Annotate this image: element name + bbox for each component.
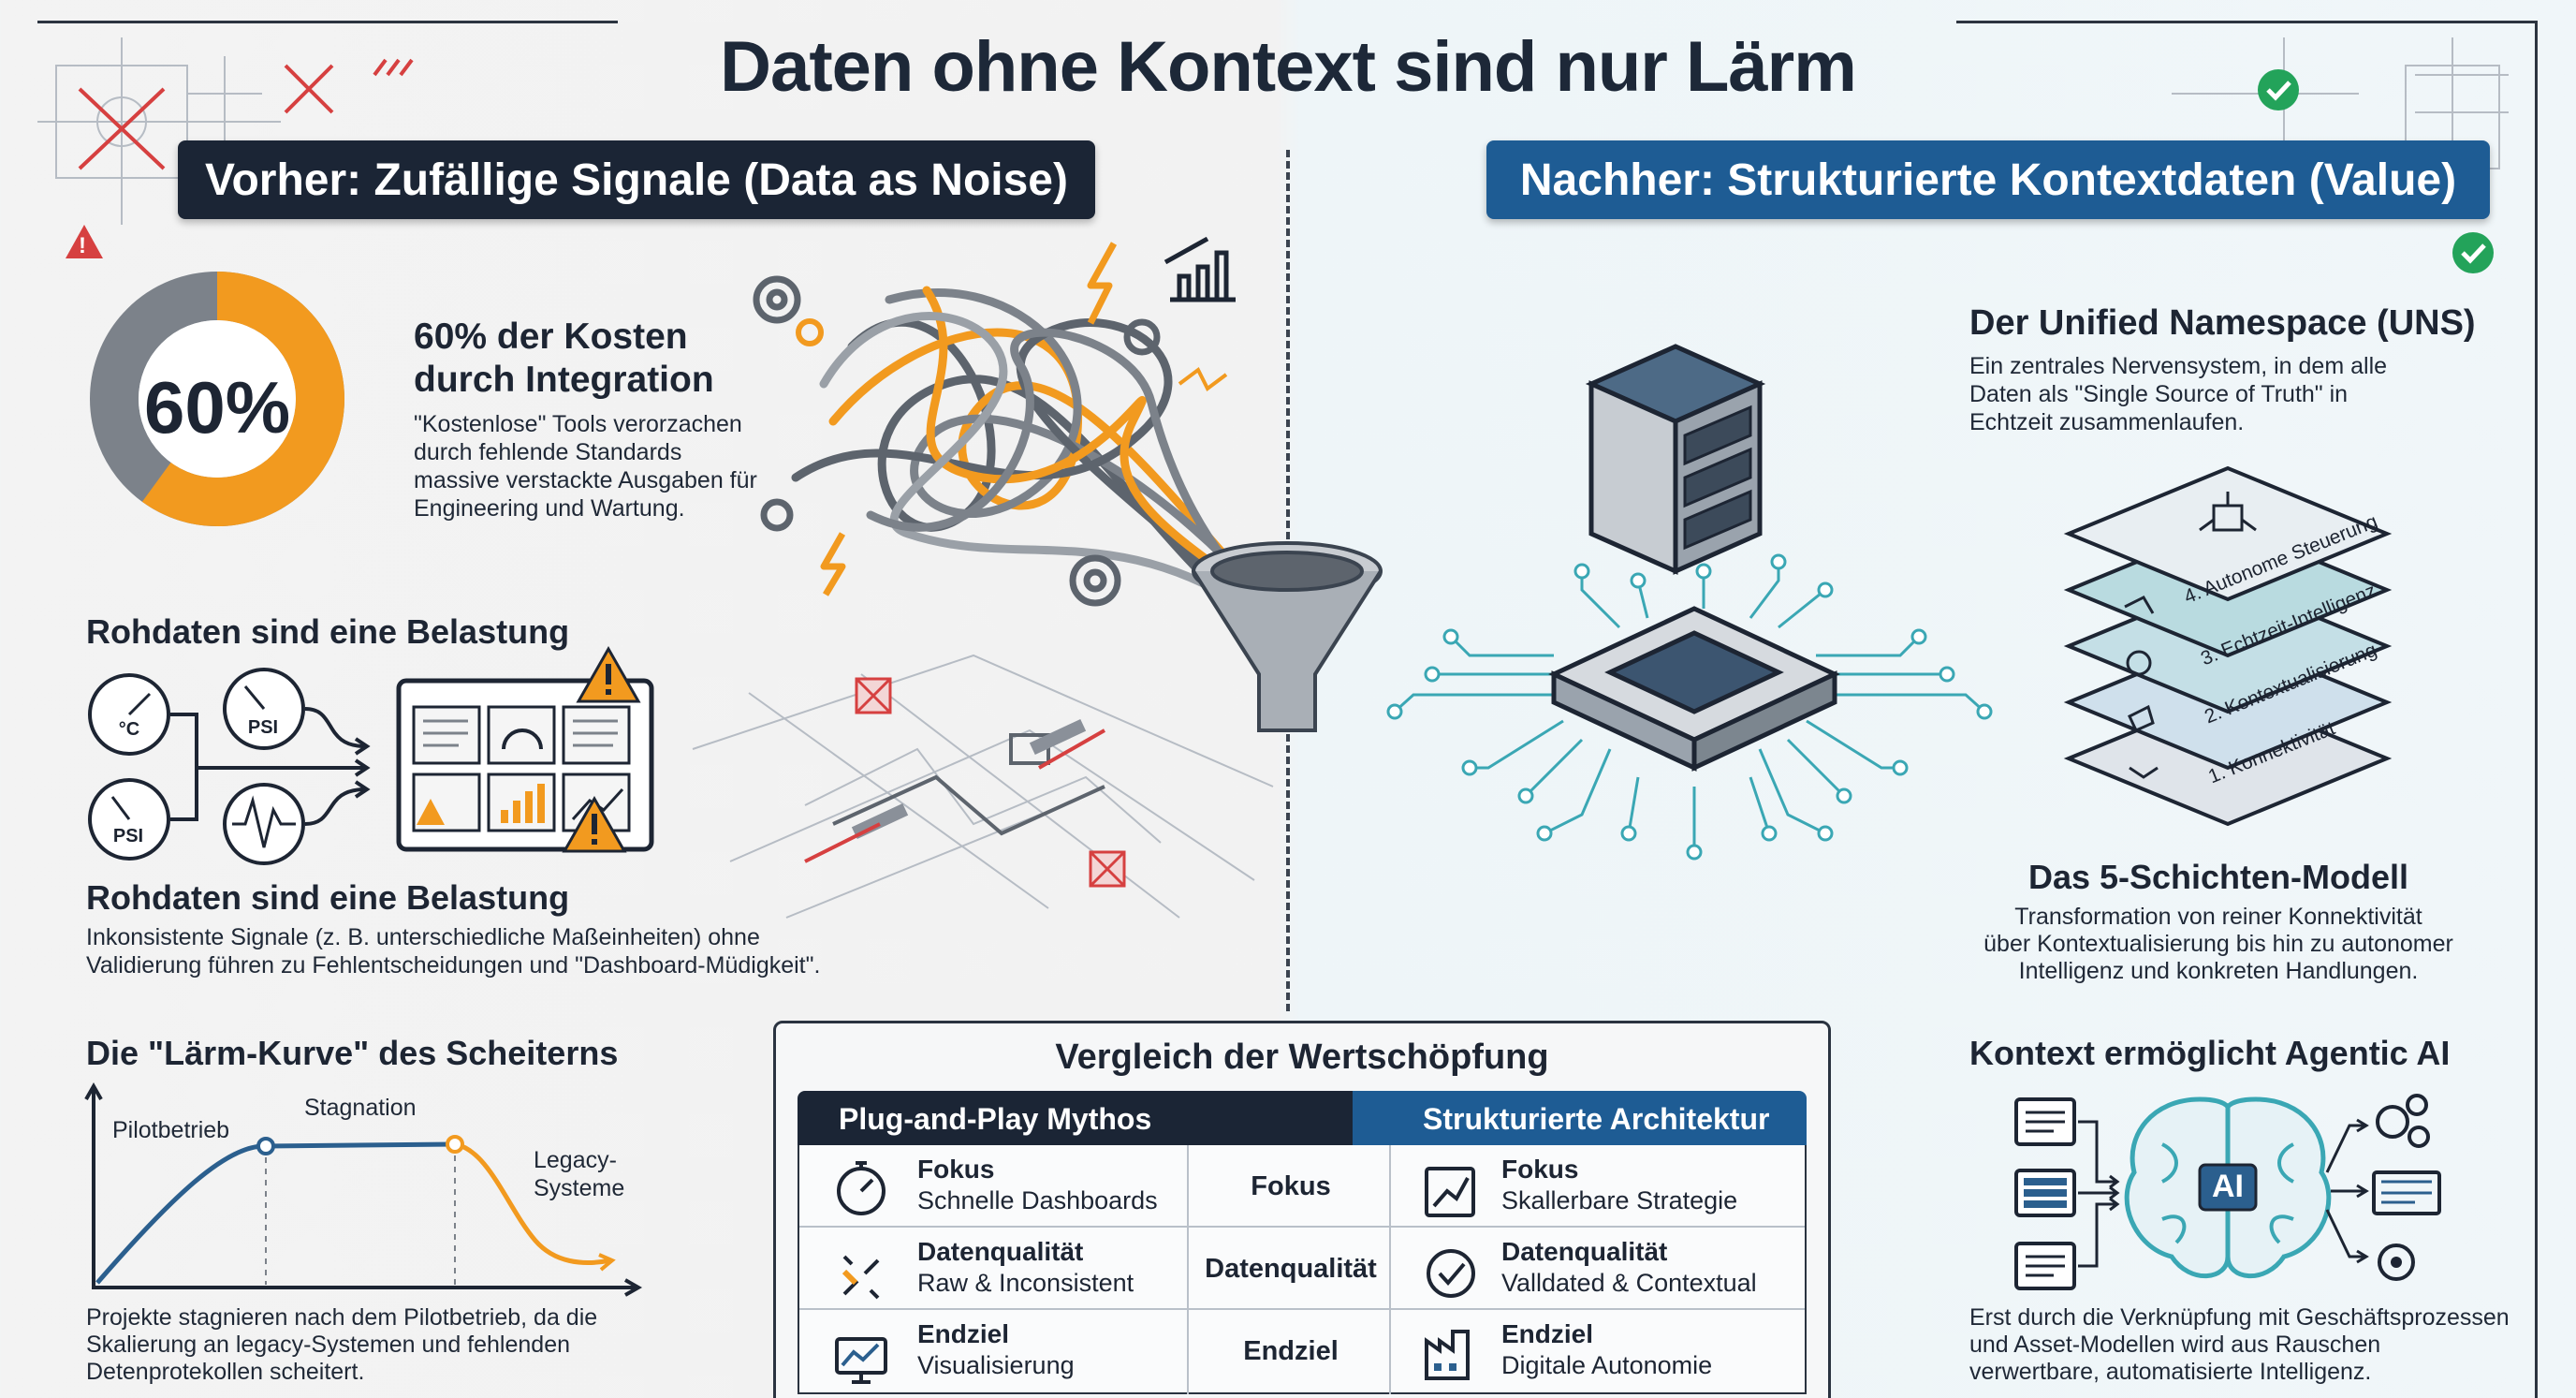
gear-icon — [2376, 1105, 2409, 1139]
broken-network-sketch — [692, 654, 1274, 919]
left-label: Endziel — [917, 1319, 1010, 1348]
layer-5-plate — [2063, 465, 2393, 602]
curve-text-line1: Projekte stagnieren nach dem Pilotbetrie… — [86, 1304, 598, 1331]
middle-label: Datenqualität — [1205, 1254, 1377, 1284]
cell-right: Datenqualität Valldated & Contextual — [1398, 1228, 1805, 1310]
cell-left: Endziel Visualisierung — [799, 1310, 1183, 1392]
uns-heading: Der Unified Namespace (UNS) — [1969, 303, 2476, 343]
agentic-text-line1: Erst durch die Verknüpfung mit Geschäfts… — [1969, 1304, 2510, 1331]
table-row: Datenqualität Raw & Inconsistent Datenqu… — [799, 1228, 1805, 1310]
curve-label-legacy-line1: Legacy- — [534, 1147, 617, 1173]
before-banner: Vorher: Zufällige Signale (Data as Noise… — [178, 140, 1095, 219]
left-label: Datenqualität — [917, 1237, 1084, 1266]
left-label: Fokus — [917, 1155, 995, 1184]
agentic-text-line2: und Asset-Modellen wird aus Rauschen — [1969, 1332, 2381, 1358]
comparison-icons-right — [1425, 1167, 1475, 1380]
server-chip-illustration — [1386, 344, 1993, 861]
raw-data-heading-top: Rohdaten sind eine Belastung — [86, 612, 570, 651]
growth-curve — [95, 1141, 456, 1285]
frame-right — [2535, 21, 2538, 1398]
gauge-label-celsius: °C — [118, 719, 140, 740]
raw-data-heading-bottom: Rohdaten sind eine Belastung — [86, 878, 570, 917]
model-text-line3: Intelligenz und konkreten Handlungen. — [2018, 958, 2419, 984]
table-column-divider — [1389, 1145, 1391, 1394]
model-text-line1: Transformation von reiner Konnektivität — [2014, 904, 2422, 930]
uns-text-line2: Daten als "Single Source of Truth" in — [1969, 381, 2349, 407]
strategy-map-icon — [1425, 1167, 1475, 1217]
noise-curve-heading: Die "Lärm-Kurve" des Scheiterns — [86, 1034, 619, 1072]
curve-text-line2: Skalierung an legacy-Systemen und fehlen… — [86, 1332, 571, 1358]
uns-text-line1: Ein zentrales Nervensystem, in dem alle — [1969, 353, 2388, 379]
comparison-header: Plug-and-Play Mythos Strukturierte Archi… — [798, 1091, 1807, 1145]
middle-label: Endziel — [1243, 1336, 1339, 1366]
table-row: Fokus Schnelle Dashboards Fokus Fokus Sk… — [799, 1145, 1805, 1228]
processor-chip-icon — [1548, 606, 1840, 772]
gauge-label-psi-2: PSI — [112, 826, 144, 846]
agentic-text-line3: verwertbare, automatisierte Intelligenz. — [1969, 1359, 2372, 1385]
header-structured-architecture: Strukturierte Architektur — [1423, 1102, 1770, 1136]
browser-window-icon — [2372, 1170, 2441, 1215]
cell-right: Fokus Skallerbare Strategie — [1398, 1145, 1805, 1228]
table-row: Endziel Visualisierung Endziel Endziel D… — [799, 1310, 1805, 1392]
svg-text:!: ! — [79, 233, 86, 258]
comparison-table: Fokus Schnelle Dashboards Fokus Fokus Sk… — [798, 1145, 1807, 1394]
donut-value-arc — [90, 272, 344, 526]
curve-label-pilot: Pilotbetrieb — [112, 1117, 230, 1143]
after-banner: Nachher: Strukturierte Kontextdaten (Val… — [1486, 140, 2490, 219]
cell-right: Endziel Digitale Autonomie — [1398, 1310, 1805, 1392]
comparison-title: Vergleich der Wertschöpfung — [1055, 1037, 1549, 1077]
curve-label-stagnation: Stagnation — [304, 1095, 417, 1121]
table-column-divider — [1187, 1145, 1189, 1394]
gauge-label-psi-1: PSI — [247, 717, 279, 738]
left-value: Schnelle Dashboards — [917, 1186, 1158, 1214]
cost-text-line4: Engineering und Wartung. — [414, 495, 685, 522]
model-text-line2: über Kontextualisierung bis hin zu auton… — [1983, 931, 2453, 957]
left-value: Visualisierung — [917, 1351, 1075, 1379]
comparison-icons-left — [835, 1161, 887, 1384]
cost-text-line1: "Kostenlose" Tools verorzachen — [414, 411, 742, 437]
right-value: Skallerbare Strategie — [1501, 1186, 1738, 1214]
right-label: Endziel — [1501, 1319, 1594, 1348]
waveform-sensor-icon — [223, 783, 305, 865]
middle-label: Fokus — [1251, 1171, 1331, 1201]
factory-icon — [1425, 1330, 1470, 1380]
cost-text-line3: massive verstackte Ausgaben für — [414, 467, 757, 493]
layer-stack-diagram — [2063, 465, 2393, 827]
right-value: Valldated & Contextual — [1501, 1269, 1757, 1297]
tangled-wires-illustration — [753, 236, 1383, 732]
cell-left: Datenqualität Raw & Inconsistent — [799, 1228, 1183, 1310]
decline-curve — [454, 1141, 611, 1265]
right-label: Datenqualität — [1501, 1237, 1668, 1266]
check-circle-icon — [1427, 1249, 1475, 1298]
gear-icon — [2378, 1243, 2415, 1281]
curve-text-line3: Detenprotekollen scheitert. — [86, 1359, 365, 1385]
header-plug-and-play: Plug-and-Play Mythos — [839, 1102, 1152, 1136]
blueprint-decoration-right — [2172, 37, 2509, 273]
sensor-gauges-diagram — [88, 645, 654, 865]
raw-data-text-line1: Inkonsistente Signale (z. B. unterschied… — [86, 924, 760, 950]
broken-link-icon — [842, 1255, 880, 1300]
cell-left: Fokus Schnelle Dashboards — [799, 1145, 1183, 1228]
ai-chip-label: AI — [2212, 1169, 2244, 1204]
donut-label: 60% — [143, 366, 291, 449]
curve-label-legacy-line2: Systeme — [534, 1175, 625, 1201]
left-value: Raw & Inconsistent — [917, 1269, 1134, 1297]
model-heading: Das 5-Schichten-Modell — [2027, 858, 2409, 896]
cost-heading-line1: 60% der Kosten — [414, 316, 688, 357]
page-title: Daten ohne Kontext sind nur Lärm — [720, 27, 1857, 107]
raw-data-text-line2: Validierung führen zu Fehlentscheidungen… — [86, 952, 821, 979]
agentic-heading: Kontext ermöglicht Agentic AI — [1969, 1034, 2451, 1072]
cost-text-line2: durch fehlende Standards — [414, 439, 682, 465]
right-label: Fokus — [1501, 1155, 1579, 1184]
agentic-ai-diagram — [2014, 1094, 2441, 1290]
frame-top-right — [1956, 21, 2537, 23]
blueprint-decoration-left: ! — [37, 37, 414, 258]
cost-donut-chart — [90, 272, 344, 526]
right-value: Digitale Autonomie — [1501, 1351, 1713, 1379]
frame-top-left — [37, 21, 618, 23]
noise-curve-chart — [84, 1082, 643, 1297]
uns-text-line3: Echtzeit zusammenlaufen. — [1969, 409, 2245, 435]
cost-heading-line2: durch Integration — [414, 360, 714, 400]
ai-brain-icon — [2124, 1096, 2332, 1279]
